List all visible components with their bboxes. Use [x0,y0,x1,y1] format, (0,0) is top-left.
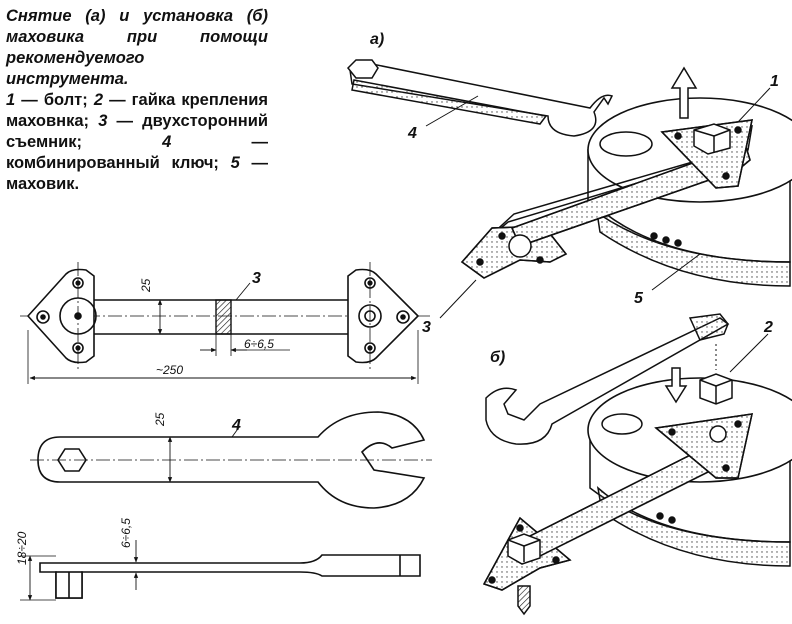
pictorial-removal [346,59,792,319]
legend-item-2: 2 — гайка крепления маховнка; [6,91,269,130]
caption-legend: 1 — болт; 2 — гайка крепления маховнка; … [6,90,268,195]
label-4-pictorial: 4 [407,125,417,142]
label-3-pictorial: 3 [422,319,431,336]
dim-puller-length: ~250 [156,363,183,377]
legend-item-1: 1 — болт; [6,91,88,109]
label-a: а) [370,31,384,48]
dim-key-thickness: 6÷6,5 [119,518,133,548]
label-1: 1 [770,73,779,90]
dim-key-height: 18÷20 [15,531,29,565]
legend-item-4: 4 — комбинированный ключ; [6,133,268,172]
figure-caption: Снятие (а) и установка (б) маховика при … [6,6,268,195]
dim-puller-thickness: 6÷6,5 [244,337,274,351]
key-side-drawing [20,540,421,601]
legend-item-5: 5 — маховик. [6,154,268,193]
legend-item-3: 3 — двухсторонний съемник; [6,112,269,151]
dim-puller-width: 25 [139,278,153,293]
caption-title: Снятие (а) и установка (б) маховика при … [6,7,268,88]
label-2: 2 [763,319,773,336]
pictorial-installation [482,313,792,616]
key-plan-drawing [30,411,432,509]
puller-drawing [20,262,432,384]
label-4-drawing: 4 [231,417,241,434]
label-b: б) [490,349,505,366]
dim-key-width: 25 [153,412,167,427]
label-5: 5 [634,290,644,307]
label-3-drawing: 3 [252,270,261,287]
